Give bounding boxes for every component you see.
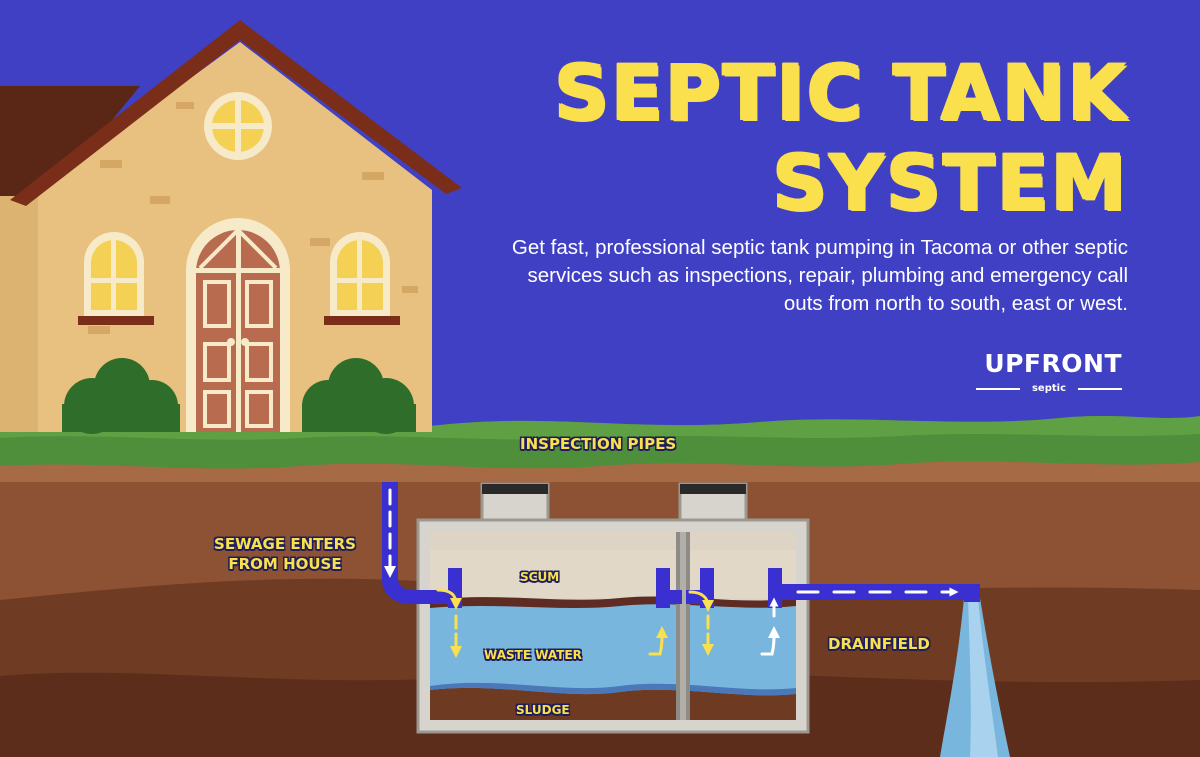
front-door <box>186 218 290 432</box>
flow-arrows <box>384 488 959 658</box>
label-inspection-pipes: INSPECTION PIPES <box>520 435 677 453</box>
round-window <box>204 92 272 160</box>
title-line-1: SEPTIC TANK <box>554 48 1128 137</box>
house-annex-roof <box>0 86 140 196</box>
bush-left <box>62 358 180 434</box>
right-window <box>324 232 400 325</box>
tank-sludge <box>430 687 796 720</box>
label-sewage-line-1: SEWAGE ENTERS <box>214 535 356 553</box>
brand-name: UPFRONT <box>984 349 1122 378</box>
label-waste-water: WASTE WATER <box>484 648 582 662</box>
brand-tagline: septic <box>976 382 1122 395</box>
bush-right <box>302 358 416 434</box>
brand-logo: UPFRONT septic <box>972 350 1122 396</box>
title-line-2: SYSTEM <box>772 138 1128 227</box>
label-sewage-line-2: FROM HOUSE <box>228 555 342 573</box>
label-sludge: SLUDGE <box>516 703 570 717</box>
description: Get fast, professional septic tank pumpi… <box>511 236 1128 315</box>
house-bricks <box>88 102 418 334</box>
label-drainfield: DRAINFIELD <box>828 635 930 653</box>
label-sewage-enters: SEWAGE ENTERS FROM HOUSE <box>198 534 372 574</box>
left-window <box>78 232 154 325</box>
label-scum: SCUM <box>520 570 560 584</box>
house <box>0 20 462 434</box>
page-title: SEPTIC TANK SYSTEM <box>488 48 1128 228</box>
septic-tank <box>416 482 810 734</box>
